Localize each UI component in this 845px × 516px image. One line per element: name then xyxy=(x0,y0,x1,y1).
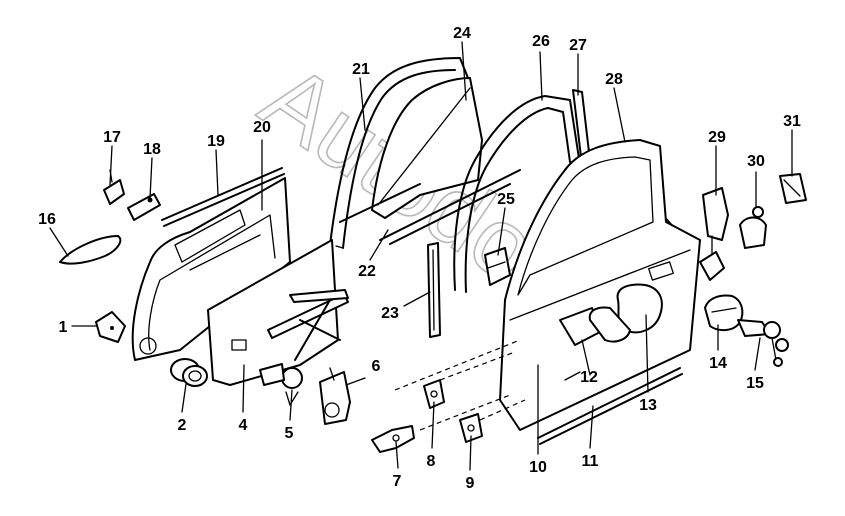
callout-27: 27 xyxy=(569,37,587,54)
callout-14: 14 xyxy=(709,355,727,372)
callout-17: 17 xyxy=(103,129,121,146)
callout-15: 15 xyxy=(746,375,764,392)
part-4-inner-panel xyxy=(207,239,339,386)
callout-21: 21 xyxy=(352,61,370,78)
part-9-check-link xyxy=(459,413,483,443)
part-2-speaker xyxy=(170,358,208,387)
callout-26: 26 xyxy=(532,33,550,50)
part-29-door-latch xyxy=(699,187,729,281)
callout-30: 30 xyxy=(747,153,765,170)
callout-25: 25 xyxy=(497,191,515,208)
part-11-lower-moulding xyxy=(537,367,683,445)
callout-13: 13 xyxy=(639,397,657,414)
part-6-regulator-motor xyxy=(319,367,351,425)
callout-2: 2 xyxy=(178,417,187,434)
callout-22: 22 xyxy=(358,263,376,280)
part-30-latch-cover xyxy=(739,206,767,249)
callout-28: 28 xyxy=(605,71,623,88)
callout-7: 7 xyxy=(393,473,402,490)
part-1-switch-bezel xyxy=(95,311,126,343)
part-17-handle-clip xyxy=(103,169,125,205)
callout-29: 29 xyxy=(708,129,726,146)
leader-lines xyxy=(49,41,793,471)
part-15-lock-cylinder xyxy=(737,319,789,367)
callout-4: 4 xyxy=(239,417,248,434)
callout-6: 6 xyxy=(372,358,381,375)
part-5-window-regulator xyxy=(259,289,349,406)
part-8-hinge xyxy=(423,379,445,409)
callout-20: 20 xyxy=(253,119,271,136)
callout-9: 9 xyxy=(466,475,475,492)
part-31-striker xyxy=(779,173,807,204)
part-7-hinge xyxy=(371,425,415,453)
part-20-trim-panel xyxy=(131,177,291,361)
part-13-door-mirror xyxy=(588,283,663,343)
callout-31: 31 xyxy=(783,113,801,130)
part-14-inside-handle xyxy=(704,294,744,332)
callout-labels: 1 2 4 5 6 7 8 9 10 11 12 13 14 15 16 17 … xyxy=(38,25,801,492)
callout-19: 19 xyxy=(207,133,225,150)
callout-12: 12 xyxy=(580,369,598,386)
part-18-lock-knob xyxy=(127,193,161,221)
assembly-lines xyxy=(394,339,526,431)
callout-11: 11 xyxy=(582,453,599,470)
callout-1: 1 xyxy=(59,319,68,336)
callout-16: 16 xyxy=(38,211,56,228)
part-24-door-glass xyxy=(371,77,483,219)
callout-23: 23 xyxy=(381,305,399,322)
part-26-glass-run xyxy=(453,95,581,293)
part-21-window-channel xyxy=(329,57,469,249)
callout-10: 10 xyxy=(529,459,547,476)
callout-24: 24 xyxy=(453,25,471,42)
callout-18: 18 xyxy=(143,141,161,158)
callout-5: 5 xyxy=(285,425,294,442)
part-22-lower-run-channel xyxy=(339,169,521,245)
part-23-guide-channel xyxy=(427,242,441,338)
part-10-door-shell xyxy=(499,139,701,431)
callout-8: 8 xyxy=(427,453,436,470)
part-16-armrest-handle xyxy=(59,235,122,265)
